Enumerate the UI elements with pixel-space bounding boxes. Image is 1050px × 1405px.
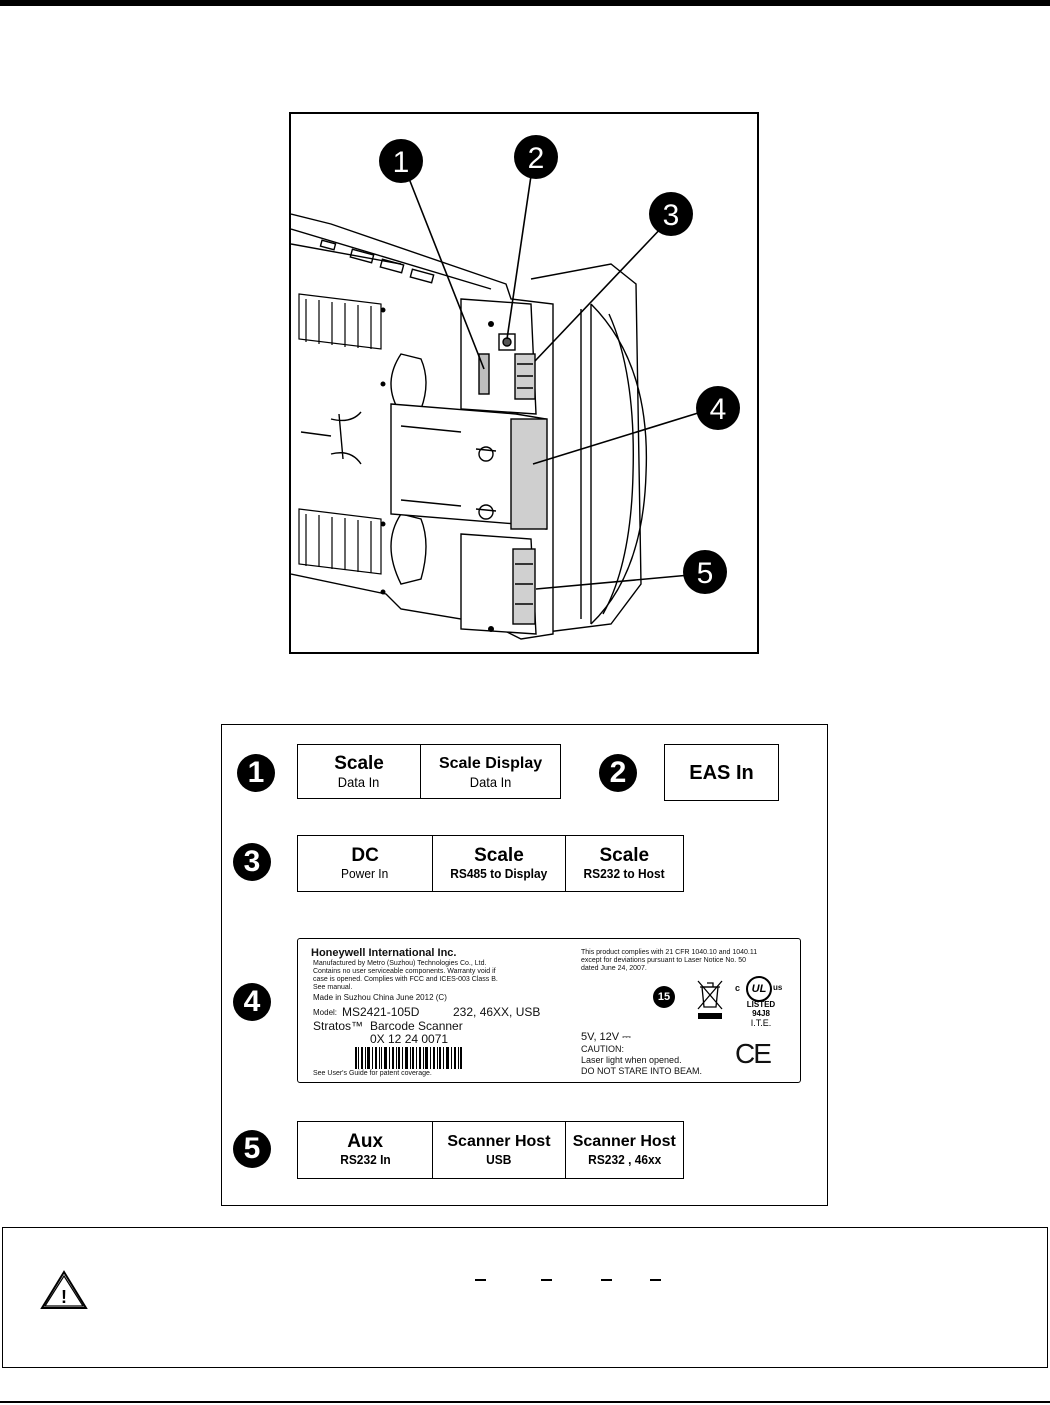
label-bullet-5: 5 <box>233 1130 271 1168</box>
label-bullet-1: 1 <box>237 754 275 792</box>
label-warranty-1: Contains no user serviceable components.… <box>313 968 496 975</box>
label-voltage: 5V, 12V ⎓ <box>581 1031 631 1043</box>
barcode-graphic <box>355 1047 462 1069</box>
rohs-text: 15 <box>657 991 671 1003</box>
label-product-desc: Barcode Scanner <box>370 1019 463 1033</box>
scanner-illustration: 1 2 3 4 5 <box>289 112 759 654</box>
cell-title: Scanner Host <box>572 1133 676 1150</box>
label-caution-line-2: DO NOT STARE INTO BEAM. <box>581 1066 703 1076</box>
label-scale-rs232: Scale RS232 to Host <box>566 836 683 891</box>
overline-mark <box>601 1279 612 1281</box>
label-compliance-2: except for deviations pursuant to Laser … <box>581 957 746 964</box>
ul-c: c <box>735 983 741 993</box>
label-eas-in: EAS In <box>665 745 778 800</box>
label-manufactured: Manufactured by Metro (Suzhou) Technolog… <box>313 960 487 967</box>
label-row-5: Aux RS232 In Scanner Host USB Scanner Ho… <box>297 1121 684 1179</box>
label-caution-title: CAUTION: <box>581 1044 625 1054</box>
label-aux-rs232-in: Aux RS232 In <box>298 1122 434 1178</box>
product-label: Honeywell International Inc. Manufacture… <box>297 938 801 1083</box>
label-warranty-2: case is opened. Complies with FCC and IC… <box>313 976 498 983</box>
ul-listed-mark: c UL us LISTED 94J8 I.T.E. <box>735 976 787 1028</box>
ce-mark-icon: CE <box>735 1038 772 1069</box>
cell-title: Scale <box>474 844 524 866</box>
cell-title: EAS In <box>689 761 754 784</box>
overline-mark <box>541 1279 552 1281</box>
label-patent-note: See User's Guide for patent coverage. <box>313 1070 432 1077</box>
callout-1: 1 <box>393 146 410 179</box>
label-scale-rs485: Scale RS485 to Display <box>433 836 566 891</box>
cell-sub: RS232 In <box>339 1152 391 1167</box>
ul-code: 94J8 <box>752 1009 770 1018</box>
warning-symbol: ! <box>61 1287 67 1307</box>
label-compliance-1: This product complies with 21 CFR 1040.1… <box>581 949 758 956</box>
label-serial: 0X 12 24 0071 <box>370 1032 449 1046</box>
cell-title: Aux <box>347 1131 384 1152</box>
label-bullet-4: 4 <box>233 983 271 1021</box>
label-scale-display-data-in: Scale Display Data In <box>421 745 560 798</box>
label-row-3: DC Power In Scale RS485 to Display Scale… <box>297 835 684 892</box>
cell-title: Scale Display <box>438 754 543 772</box>
label-dc-power-in: DC Power In <box>298 836 434 891</box>
label-model-caption: Model: <box>313 1008 338 1017</box>
label-row-2: EAS In <box>664 744 779 801</box>
cell-title: Scale <box>599 844 650 866</box>
label-scanner-host-usb: Scanner Host USB <box>433 1122 566 1178</box>
label-bullet-3: 3 <box>233 843 271 881</box>
label-bullet-2: 2 <box>599 754 637 792</box>
cell-title: Scanner Host <box>447 1133 551 1150</box>
cell-sub: Data In <box>469 773 512 790</box>
label-product-name: Stratos™ <box>313 1019 364 1033</box>
cell-sub: RS232 , 46xx <box>587 1152 661 1167</box>
ul-logo-icon: UL <box>746 976 772 1002</box>
top-rule <box>0 0 1050 6</box>
cell-title: Scale <box>334 752 384 774</box>
label-model-value: MS2421-105D <box>342 1005 420 1019</box>
callout-5: 5 <box>697 557 714 590</box>
label-scanner-host-rs232: Scanner Host RS232 , 46xx <box>566 1122 683 1178</box>
label-company: Honeywell International Inc. <box>311 947 457 959</box>
label-caution-line-1: Laser light when opened. <box>581 1055 682 1065</box>
label-compliance-3: dated June 24, 2007. <box>581 965 647 972</box>
bottom-rule <box>0 1401 1050 1403</box>
overline-mark <box>475 1279 486 1281</box>
ul-listed: LISTED <box>746 1000 776 1009</box>
caution-box <box>2 1227 1048 1368</box>
cell-sub: USB <box>486 1152 512 1167</box>
weee-bin-icon <box>697 980 723 1019</box>
cell-sub: RS485 to Display <box>450 865 548 881</box>
ul-ite: I.T.E. <box>750 1018 772 1028</box>
overline-mark <box>650 1279 661 1281</box>
label-scale-data-in: Scale Data In <box>298 745 422 798</box>
callout-3: 3 <box>663 199 680 232</box>
callout-2: 2 <box>528 142 545 175</box>
label-manual: See manual. <box>313 984 353 991</box>
label-row-1: Scale Data In Scale Display Data In <box>297 744 561 799</box>
cell-sub: RS232 to Host <box>583 865 665 881</box>
label-made-in: Made in Suzhou China June 2012 (C) <box>313 993 447 1002</box>
connector-label-panel <box>221 724 828 1206</box>
callout-4: 4 <box>710 393 727 426</box>
cell-title: DC <box>351 844 379 866</box>
label-model-interfaces: 232, 46XX, USB <box>453 1005 541 1019</box>
cell-sub: Data In <box>338 773 380 790</box>
scanner-drawing: 1 2 3 4 5 <box>291 135 740 640</box>
cell-sub: Power In <box>341 865 389 881</box>
rohs-15-icon: 15 <box>653 986 675 1008</box>
warning-triangle-icon: ! <box>40 1270 88 1309</box>
ul-us: us <box>773 983 783 992</box>
